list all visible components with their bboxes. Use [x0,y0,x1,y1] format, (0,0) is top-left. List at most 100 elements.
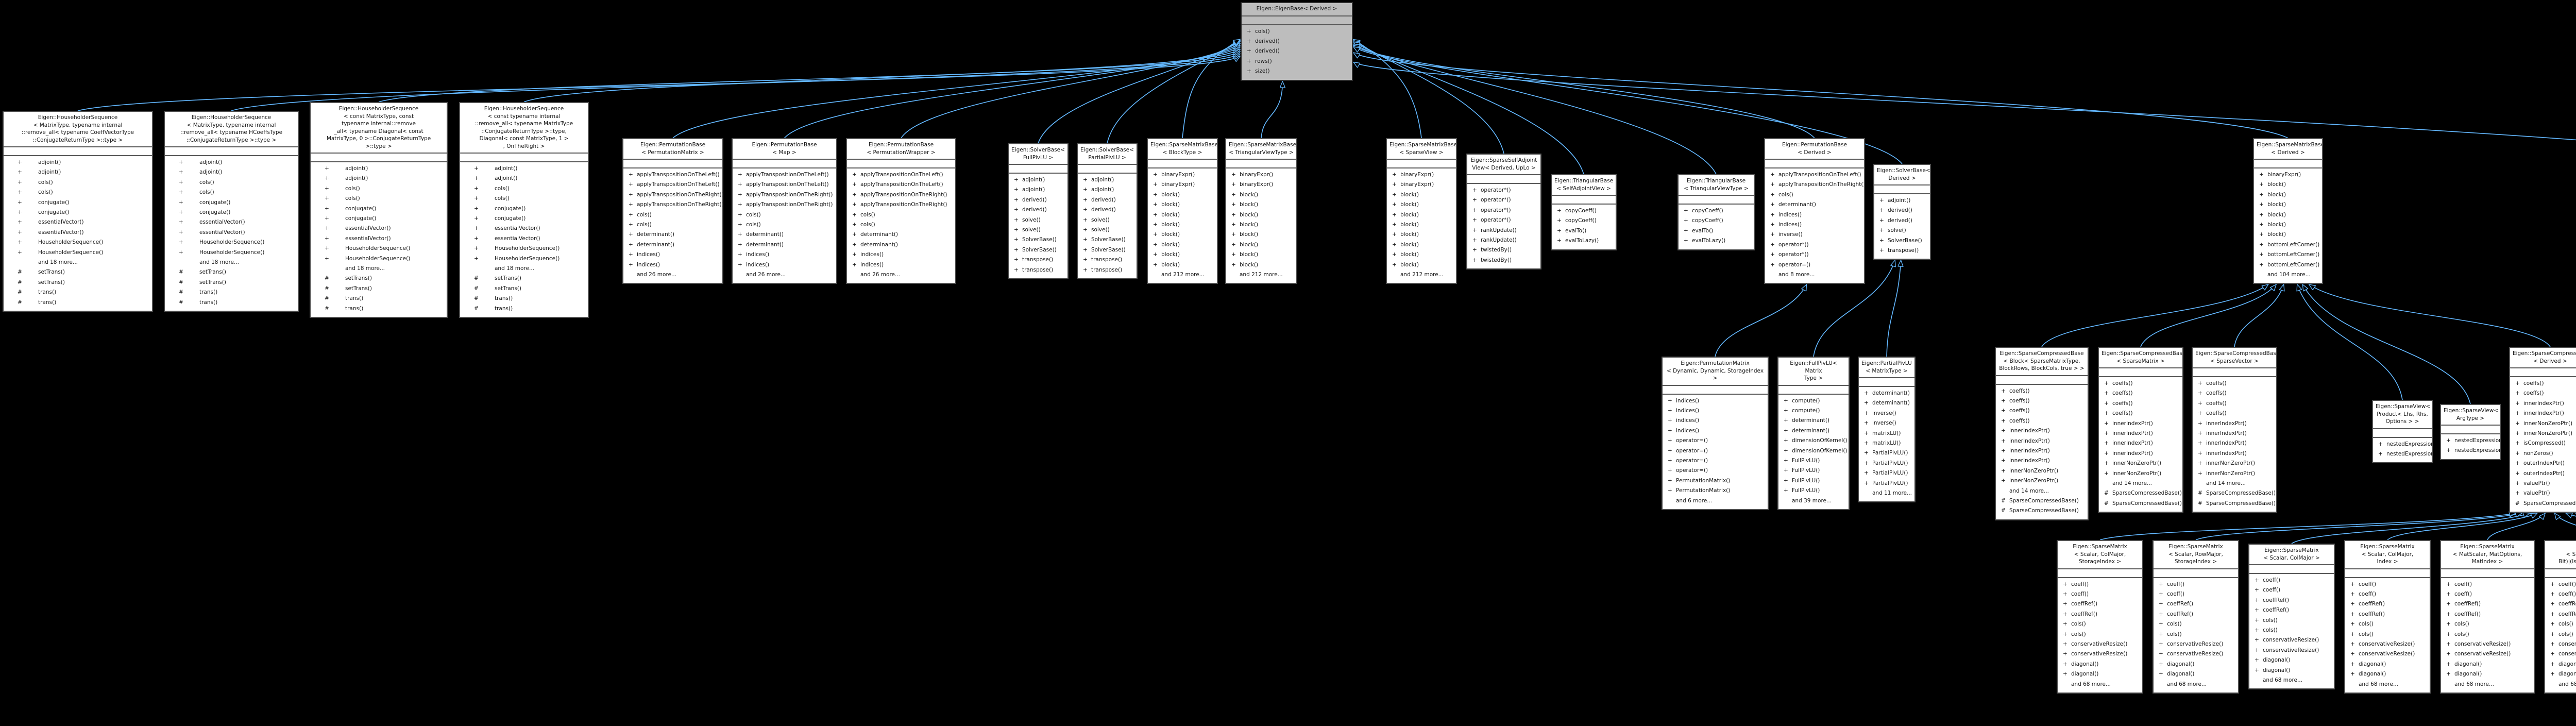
class-node-pb-map[interactable]: Eigen::PermutationBase < Map > +applyTra… [732,138,837,284]
member-label: and 6 more... [1676,497,1713,504]
class-node-scb-derived[interactable]: Eigen::SparseCompressedBase < Derived > … [2509,347,2576,513]
class-member: +innerIndexPtr() [1998,456,2085,466]
class-attributes-section [1552,196,1616,205]
member-visibility: + [2446,447,2451,454]
class-member: +coeffs() [2102,389,2180,398]
inheritance-edge-sm-g-to-scb-derived [2566,513,2576,540]
member-visibility: + [1153,241,1158,248]
member-label: coeffRef() [2071,611,2098,617]
class-node-smb-sparseview[interactable]: Eigen::SparseMatrixBase < SparseView > +… [1386,138,1457,284]
class-node-partialpivlu-matrixtype[interactable]: Eigen::PartialPivLU < MatrixType > +dete… [1858,357,1916,503]
class-member: +indices() [626,250,720,260]
class-node-fullpivlu-matrixtype[interactable]: Eigen::FullPivLU< Matrix Type > +compute… [1777,357,1850,510]
member-visibility [2252,676,2263,685]
class-member: +block() [1229,240,1294,250]
member-visibility: + [1770,211,1775,218]
class-node-hh1[interactable]: Eigen::HouseholderSequence < MatrixType,… [3,111,153,312]
class-node-tb-triangularviewtype[interactable]: Eigen::TriangularBase < TriangularViewTy… [1677,174,1755,250]
member-label: transpose() [1888,247,1919,254]
class-node-eigenbase[interactable]: Eigen::EigenBase< Derived > +cols()+deri… [1241,2,1353,81]
member-visibility: + [1684,217,1688,224]
class-member: +block() [1389,260,1453,270]
class-node-pb-permutationmatrix[interactable]: Eigen::PermutationBase < PermutationMatr… [622,138,723,284]
member-label: matrixLU() [1872,440,1901,447]
class-node-hh3[interactable]: Eigen::HouseholderSequence < const Matri… [310,102,448,318]
member-visibility: + [1784,477,1788,484]
class-attributes-section [1996,376,2088,385]
class-node-hh2[interactable]: Eigen::HouseholderSequence < MatrixType,… [164,111,299,312]
class-node-sb-derived[interactable]: Eigen::SolverBase< Derived > +adjoint()+… [1873,164,1931,260]
member-visibility: + [2001,467,2006,474]
class-node-sb-partialpivlu[interactable]: Eigen::SolverBase< PartialPivLU > +adjoi… [1077,143,1138,280]
member-visibility: + [1014,187,1019,193]
member-label: cols() [2454,621,2469,628]
member-label: coeff() [2558,581,2576,587]
class-member: +conservativeResize() [2060,639,2140,649]
member-label: nestedExpression() [2454,437,2500,444]
class-node-ssav-derived-uplo[interactable]: Eigen::SparseSelfAdjoint View< Derived, … [1466,154,1541,270]
class-node-hh4[interactable]: Eigen::HouseholderSequence < const typen… [459,102,589,318]
member-label: valuePtr() [2523,490,2550,497]
class-member: +indices() [735,250,834,260]
class-title: Eigen::SparseCompressedBase < SparseVect… [2193,348,2276,368]
class-title: Eigen::PermutationBase < Map > [733,139,836,160]
class-node-sm-d[interactable]: Eigen::SparseMatrix < Scalar, ColMajor, … [2344,540,2431,694]
class-node-scb-block[interactable]: Eigen::SparseCompressedBase < Block< Spa… [1995,347,2089,520]
class-node-sb-fullpivlu[interactable]: Eigen::SolverBase< FullPivLU > +adjoint(… [1008,143,1069,280]
class-member: +coeffs() [1998,396,2085,406]
member-visibility: # [18,289,22,296]
member-label: transpose() [1022,266,1054,273]
class-node-tb-selfadjointview[interactable]: Eigen::TriangularBase < SelfAdjointView … [1551,174,1617,250]
member-visibility: + [2198,450,2202,457]
member-label: block() [1400,201,1419,208]
class-members-section: +cols()+derived()+derived()+rows()+size(… [1242,25,1352,80]
class-node-sv-argtype[interactable]: Eigen::SparseView< ArgType > +nestedExpr… [2440,404,2501,460]
class-node-smb-triangularviewtype[interactable]: Eigen::SparseMatrixBase < TriangularView… [1225,138,1297,284]
class-node-pm-dynamic[interactable]: Eigen::PermutationMatrix < Dynamic, Dyna… [1662,357,1769,510]
class-member: #trans() [6,288,149,297]
member-label: applyTranspositionOnTheRight() [1778,181,1865,188]
member-label: block() [1400,241,1419,248]
class-node-scb-sparsematrix[interactable]: Eigen::SparseCompressedBase < SparseMatr… [2098,347,2183,513]
member-visibility: + [2515,480,2520,487]
member-label: diagonal() [2359,671,2386,678]
member-visibility: + [1472,237,1477,244]
class-node-pb-permutationwrapper[interactable]: Eigen::PermutationBase < PermutationWrap… [846,138,956,284]
class-node-sv-product[interactable]: Eigen::SparseView< Product< Lhs, Rhs, Op… [2372,400,2433,464]
member-visibility: + [179,189,183,196]
member-label: trans() [38,299,57,306]
member-label: dimensionOfKernel() [1792,447,1848,454]
class-node-smb-derived[interactable]: Eigen::SparseMatrixBase < Derived > +bin… [2253,138,2323,284]
class-node-sm-f[interactable]: Eigen::SparseMatrix < Scalar,(Flags &~Ro… [2544,540,2576,694]
member-visibility: + [1472,197,1477,204]
member-visibility: + [1392,211,1397,218]
class-node-sm-a[interactable]: Eigen::SparseMatrix < Scalar, ColMajor, … [2057,540,2143,694]
class-node-sm-c[interactable]: Eigen::SparseMatrix < Scalar, ColMajor >… [2248,544,2335,690]
class-member: +coeff() [2548,589,2576,599]
class-member: +adjoint() [313,174,444,183]
class-member: +innerIndexPtr() [2513,409,2576,418]
member-visibility: + [1392,172,1397,178]
member-visibility: + [2001,447,2006,454]
class-node-scb-sparsevector[interactable]: Eigen::SparseCompressedBase < SparseVect… [2192,347,2277,513]
member-visibility: + [2515,380,2520,386]
class-node-sm-b[interactable]: Eigen::SparseMatrix < Scalar, RowMajor, … [2153,540,2239,694]
class-node-sm-e[interactable]: Eigen::SparseMatrix < MatScalar, MatOpti… [2440,540,2535,694]
class-member: +coeff() [2348,589,2427,599]
class-member: #SparseCompressedBase() [1998,496,2085,506]
member-label: applyTranspositionOnTheRight() [860,201,947,208]
member-visibility: + [2350,611,2355,617]
class-members-section: +operator*()+operator*()+operator*()+ope… [1467,184,1540,268]
member-label: and 68 more... [2359,681,2399,687]
member-label: operator*() [1481,217,1511,224]
class-node-pb-derived[interactable]: Eigen::PermutationBase < Derived > +appl… [1764,138,1865,284]
member-visibility: + [2259,211,2264,218]
class-member: and 212 more... [1150,270,1214,280]
member-label: coeffs() [2112,410,2133,417]
class-node-smb-blocktype[interactable]: Eigen::SparseMatrixBase < BlockType > +b… [1147,138,1218,284]
member-label: transpose() [1091,266,1123,273]
class-member: +coeff() [2548,580,2576,589]
member-visibility: + [1153,231,1158,238]
member-visibility: + [1879,207,1884,214]
class-members-section: +coeff()+coeff()+coeffRef()+coeffRef()+c… [2154,578,2238,693]
